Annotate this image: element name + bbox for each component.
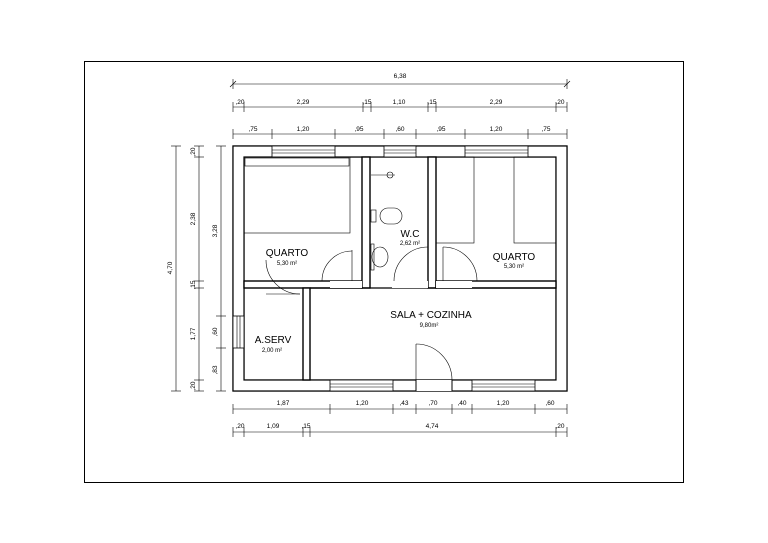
dim-bottom1-6: ,60 (545, 400, 554, 407)
windows (232, 145, 536, 392)
dim-top2-0: ,75 (248, 126, 257, 133)
dim-bottom2-2: ,15 (301, 423, 310, 430)
dim-left-inner-2: ,83 (212, 365, 219, 374)
room-aserv-area: 2,00 m² (262, 348, 282, 354)
drawing-frame (84, 61, 684, 483)
dim-left-inner-0: 3,28 (212, 224, 219, 237)
room-wc-area: 2,62 m² (400, 241, 420, 247)
dim-top1-5: 2,29 (490, 99, 503, 106)
room-sala-area: 9,80m² (420, 323, 439, 329)
dim-top1-6: ,20 (555, 99, 564, 106)
dim-bottom2-0: ,20 (235, 423, 244, 430)
room-quarto-left-area: 5,30 m² (277, 261, 297, 267)
dim-top2-4: ,95 (436, 126, 445, 133)
room-wc-name: W.C (401, 229, 420, 240)
dim-left-overall: 4,70 (167, 261, 174, 274)
left-dimensions: 4,70 ,20 2,38 ,15 1,77 ,20 3,28 ,60 ,83 (167, 145, 226, 392)
bed-left (243, 156, 351, 234)
bed-right-2 (513, 156, 557, 244)
dim-top1-3: 1,10 (393, 99, 406, 106)
room-quarto-left-name: QUARTO (266, 248, 309, 259)
dim-left-mid-2: ,15 (190, 280, 197, 289)
room-quarto-right-name: QUARTO (493, 252, 536, 263)
sink (371, 246, 389, 268)
dim-bottom1-2: ,43 (399, 400, 408, 407)
room-aserv-name: A.SERV (255, 335, 292, 346)
dim-left-mid-1: 2,38 (190, 212, 197, 225)
toilet (379, 207, 403, 225)
dim-left-mid-3: 1,77 (190, 327, 197, 340)
dim-left-inner-1: ,60 (212, 327, 219, 336)
dim-bottom1-5: 1,20 (497, 400, 510, 407)
dim-top1-0: ,20 (235, 99, 244, 106)
dim-top1-1: 2,29 (297, 99, 310, 106)
dim-top2-5: 1,20 (490, 126, 503, 133)
dim-top2-6: ,75 (541, 126, 550, 133)
dim-top1-2: ,15 (362, 99, 371, 106)
dim-bottom1-1: 1,20 (356, 400, 369, 407)
walls (232, 145, 568, 392)
dim-overall-width: 6,38 (394, 73, 407, 80)
shower (386, 171, 394, 179)
top-dimensions: 6,38 ,20 2,29 ,15 1,10 ,15 2,29 ,20 ,75 … (229, 73, 571, 139)
bed-right-1 (435, 156, 475, 244)
dim-top2-2: ,95 (354, 126, 363, 133)
dim-bottom1-0: 1,87 (277, 400, 290, 407)
dim-bottom2-3: 4,74 (426, 423, 439, 430)
furniture (243, 156, 557, 271)
dim-bottom1-3: ,70 (428, 400, 437, 407)
room-labels: QUARTO 5,30 m² W.C 2,62 m² QUARTO 5,30 m… (255, 229, 536, 354)
dim-top1-4: ,15 (427, 99, 436, 106)
dim-top2-1: 1,20 (297, 126, 310, 133)
room-sala-name: SALA + COZINHA (390, 310, 472, 321)
dim-bottom2-4: ,20 (555, 423, 564, 430)
dim-top2-3: ,60 (395, 126, 404, 133)
room-quarto-right-area: 5,30 m² (504, 264, 524, 270)
doors (265, 246, 478, 391)
dim-left-mid-0: ,20 (190, 147, 197, 156)
bottom-dimensions: 1,87 1,20 ,43 ,70 ,40 1,20 ,60 ,20 1,09 … (232, 400, 568, 437)
dim-bottom1-4: ,40 (457, 400, 466, 407)
dim-left-mid-4: ,20 (190, 381, 197, 390)
dim-bottom2-1: 1,09 (267, 423, 280, 430)
